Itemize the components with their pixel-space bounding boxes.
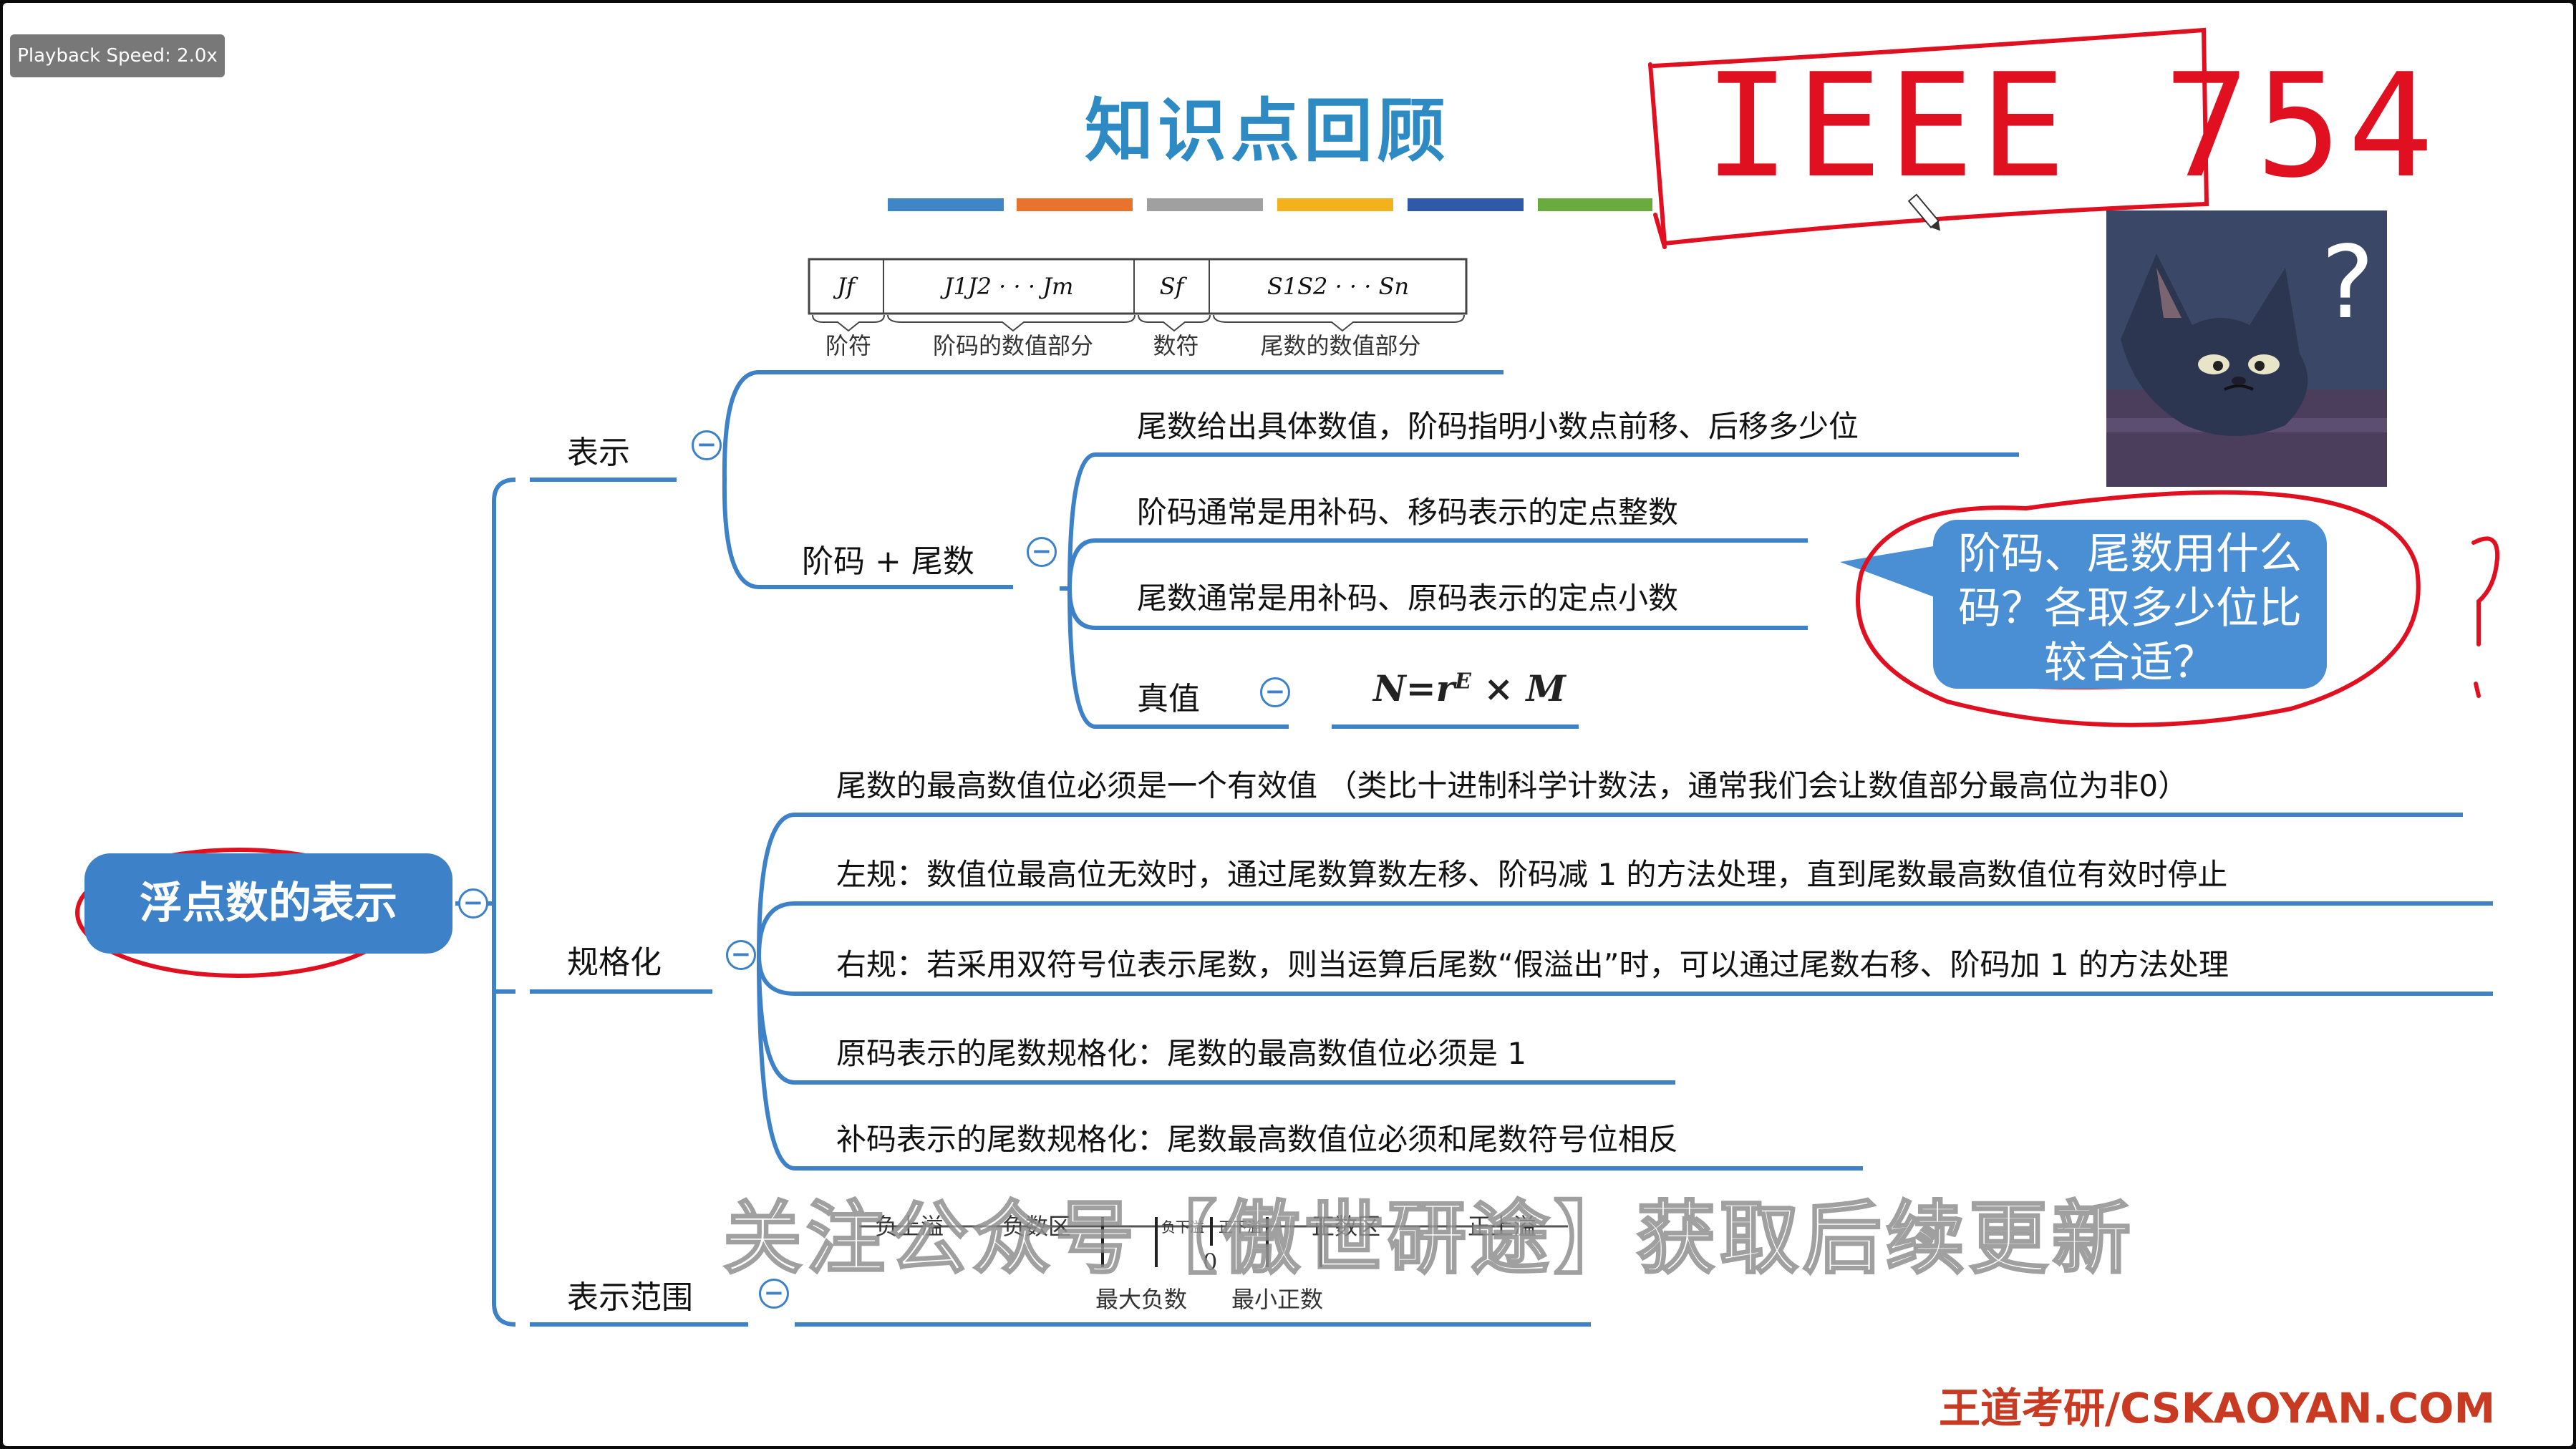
leaf-true-value[interactable]: 真值 — [1137, 681, 1200, 717]
label-max-negative: 最大负数 — [1095, 1286, 1188, 1313]
collapse-normalization-icon[interactable]: − — [726, 940, 756, 970]
field-jf: Jf — [809, 259, 884, 314]
field-exponent-digits: J1J2 · · · Jm — [884, 259, 1135, 314]
branch-representation[interactable]: 表示 — [567, 435, 630, 471]
field-sf: Sf — [1135, 259, 1210, 314]
leaf-sign-magnitude-normalize: 原码表示的尾数规格化：尾数的最高数值位必须是 1 — [836, 1036, 1527, 1071]
axis-positive-underflow: 正下溢 — [1219, 1218, 1262, 1236]
branch-exponent-mantissa[interactable]: 阶码 + 尾数 — [802, 543, 974, 580]
collapse-range-icon[interactable]: − — [759, 1279, 789, 1309]
leaf-normalization-rule: 尾数的最高数值位必须是一个有效值 （类比十进制科学计数法，通常我们会让数值部分最… — [836, 768, 2189, 803]
leaf-left-normalize: 左规：数值位最高位无效时，通过尾数算数左移、阶码减 1 的方法处理，直到尾数最高… — [836, 857, 2228, 892]
footer-brand: 王道考研/CSKAOYAN.COM — [1939, 1384, 2496, 1433]
field-mantissa-digits: S1S2 · · · Sn — [1267, 273, 1410, 300]
axis-positive-overflow: 正上溢 — [1468, 1213, 1537, 1240]
playback-speed-badge: Playback Speed: 2.0x — [10, 34, 225, 77]
collapse-root-icon[interactable]: − — [458, 888, 488, 919]
page-title: 知识点回顾 — [1085, 91, 1450, 171]
branch-range[interactable]: 表示范围 — [567, 1279, 693, 1316]
leaf-mantissa-encoding: 尾数通常是用补码、原码表示的定点小数 — [1137, 581, 1679, 616]
cat-question-mark: ? — [2321, 225, 2375, 341]
label-exponent-value: 阶码的数值部分 — [932, 332, 1093, 359]
collapse-representation-icon[interactable]: − — [692, 430, 722, 460]
axis-negative-overflow: 负上溢 — [875, 1213, 944, 1240]
label-mantissa-sign: 数符 — [1153, 332, 1199, 359]
label-min-positive: 最小正数 — [1231, 1286, 1324, 1313]
subtitle-watermark: 关注公众号【傲世研途】获取后续更新 — [722, 1192, 2135, 1286]
leaf-exponent-encoding: 阶码通常是用补码、移码表示的定点整数 — [1137, 495, 1679, 530]
leaf-twos-complement-normalize: 补码表示的尾数规格化：尾数最高数值位必须和尾数符号位相反 — [836, 1122, 1679, 1157]
collapse-true-value-icon[interactable]: − — [1260, 677, 1290, 707]
root-node[interactable]: 浮点数的表示 — [84, 853, 452, 954]
leaf-mantissa-meaning: 尾数给出具体数值，阶码指明小数点前移、后移多少位 — [1137, 409, 1859, 444]
label-exponent-sign: 阶符 — [825, 332, 871, 359]
collapse-exponent-mantissa-icon[interactable]: − — [1027, 537, 1057, 567]
label-mantissa-value: 尾数的数值部分 — [1260, 332, 1421, 359]
float-format-diagram: Jf J1J2 · · · Jm Sf S1S2 · · · Sn — [809, 259, 1466, 314]
axis-negative-zone: 负数区 — [1002, 1213, 1072, 1240]
branch-normalization[interactable]: 规格化 — [567, 944, 662, 981]
handwritten-ieee754: IEEE 754 — [1704, 43, 2440, 210]
axis-negative-underflow: 负下溢 — [1161, 1218, 1204, 1236]
axis-zero: 0 — [1203, 1249, 1218, 1276]
question-bubble: 阶码、尾数用什么码？各取多少位比较合适？ — [1933, 520, 2327, 689]
cat-meme-image: ? — [2106, 210, 2387, 487]
cat-face-icon — [2106, 210, 2387, 487]
leaf-right-normalize: 右规：若采用双符号位表示尾数，则当运算后尾数“假溢出”时，可以通过尾数右移、阶码… — [836, 947, 2229, 982]
axis-positive-zone: 正数区 — [1312, 1213, 1381, 1240]
true-value-formula: N=rE × M — [1373, 667, 1566, 709]
